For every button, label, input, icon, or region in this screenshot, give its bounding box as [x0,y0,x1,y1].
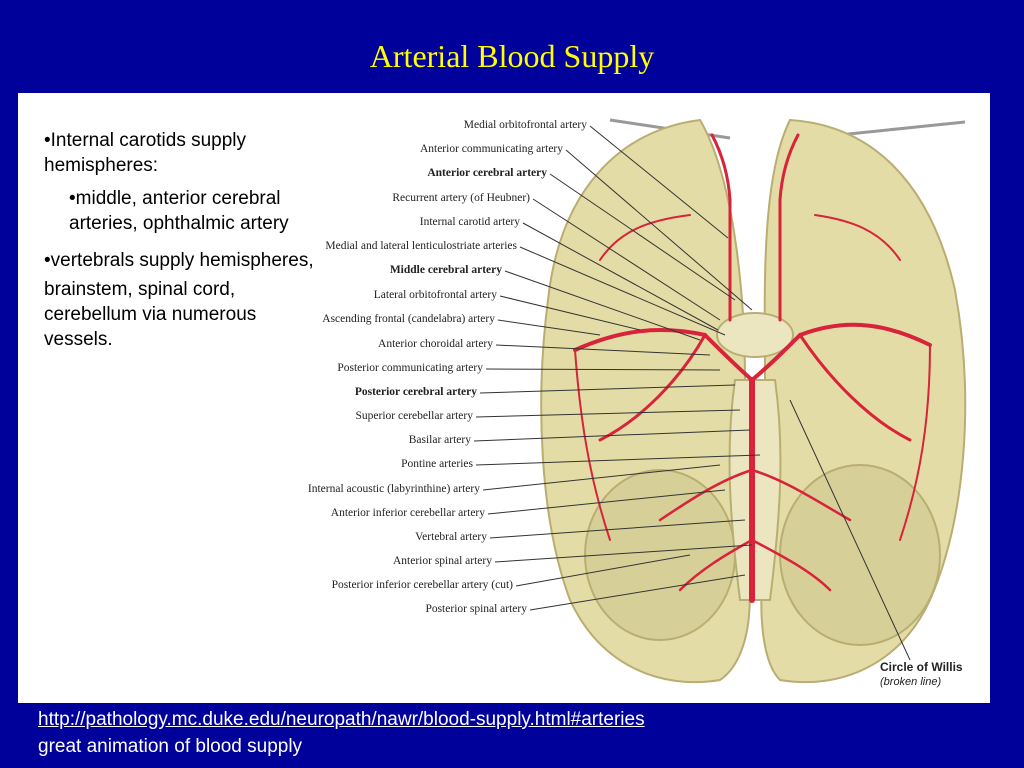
bullet-list: •Internal carotids supply hemispheres: •… [44,128,314,352]
sub-bullet-cerebral-arteries: •middle, anterior cerebral arteries, oph… [69,188,289,234]
slide-title: Arterial Blood Supply [369,38,655,74]
bullet-internal-carotids: •Internal carotids supply hemispheres: [44,130,247,176]
bullet-vertebrals-continued: brainstem, spinal cord, cerebellum via n… [44,279,257,350]
bullet-vertebrals: •vertebrals supply hemispheres, [44,250,314,271]
link-caption: great animation of blood supply [38,736,303,757]
reference-link[interactable]: http://pathology.mc.duke.edu/neuropath/n… [38,709,645,730]
